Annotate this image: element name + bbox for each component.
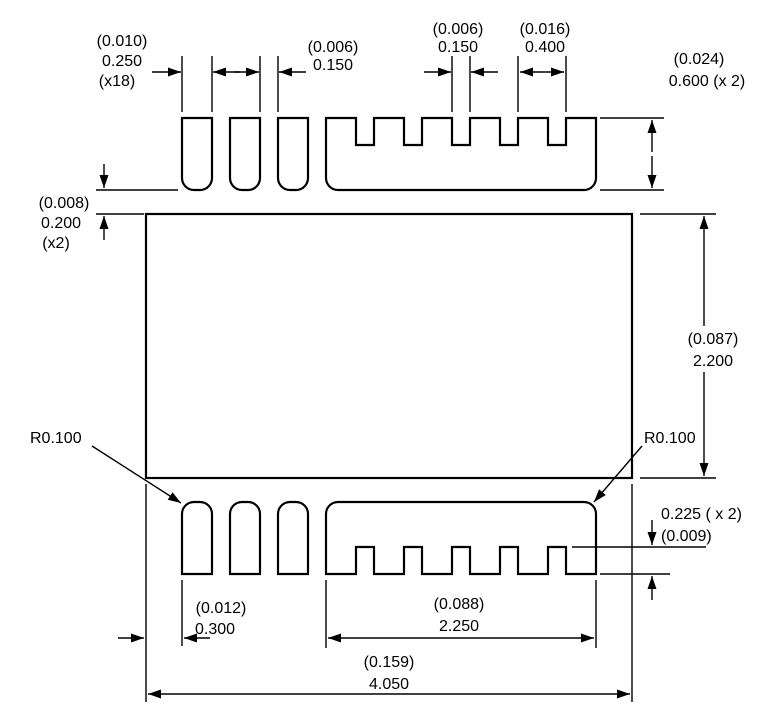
radius-callout-right: R0.100: [593, 430, 696, 503]
dim-notch-depth: 0.225 ( x 2) (0.009): [572, 506, 742, 600]
dim-label: 0.225 ( x 2): [661, 506, 742, 523]
bottom-pad-3: [276, 500, 310, 576]
dim-label: 0.200: [41, 215, 81, 232]
radius-callout-left: R0.100: [30, 430, 182, 504]
dim-label: 0.600 (x 2): [669, 73, 745, 90]
top-comb-pad: [324, 116, 598, 192]
dim-notch-width: (0.006) 0.150: [424, 21, 498, 112]
dim-pad-height: (0.024) 0.600 (x 2): [600, 51, 745, 191]
dim-label: 2.250: [439, 618, 479, 635]
dim-label: 0.400: [525, 39, 565, 56]
leader-line: [91, 445, 182, 504]
dim-label: (0.010): [97, 33, 148, 50]
dim-row-gap: (0.008) 0.200 (x2): [39, 164, 178, 252]
radius-label: R0.100: [30, 430, 82, 447]
dim-notch-pitch: (0.016) 0.400: [517, 21, 571, 112]
dim-label: (0.159): [364, 654, 415, 671]
dim-body-height: (0.087) 2.200: [640, 213, 739, 479]
radius-label: R0.100: [644, 430, 696, 447]
dim-label: (x18): [99, 73, 135, 90]
dim-overall-width: (0.159) 4.050: [145, 484, 633, 702]
dim-pad-offset: (0.012) 0.300: [118, 580, 246, 646]
dim-label: (0.008): [39, 195, 90, 212]
dim-label: (0.016): [520, 21, 571, 38]
dim-label: 0.300: [195, 621, 235, 638]
dim-label: (0.024): [674, 51, 725, 68]
leader-line: [593, 445, 643, 503]
dim-label: 0.150: [313, 57, 353, 74]
dim-label: (0.006): [308, 39, 359, 56]
dim-label: 0.150: [438, 39, 478, 56]
bottom-pad-2: [228, 500, 262, 576]
dim-label: 2.200: [693, 353, 733, 370]
bottom-comb-pad: [324, 500, 598, 576]
top-pad-3: [276, 116, 310, 192]
dim-pad-gap: (0.006) 0.150: [234, 39, 358, 112]
dim-label: (0.006): [433, 21, 484, 38]
dim-comb-width: (0.088) 2.250: [325, 580, 597, 648]
dim-label: (x2): [42, 235, 70, 252]
top-pad-1: [180, 116, 214, 192]
dim-label: 0.250: [102, 53, 142, 70]
dim-label: (0.012): [196, 600, 247, 617]
package-body-outline: [144, 212, 634, 480]
dim-label: (0.087): [688, 331, 739, 348]
top-pad-2: [228, 116, 262, 192]
package-outlines: [144, 116, 634, 576]
dim-label: (0.088): [434, 596, 485, 613]
bottom-pad-1: [180, 500, 214, 576]
dim-label: 4.050: [369, 676, 409, 693]
dim-pad-width: (0.010) 0.250 (x18): [97, 33, 240, 112]
dim-label: (0.009): [661, 528, 712, 545]
